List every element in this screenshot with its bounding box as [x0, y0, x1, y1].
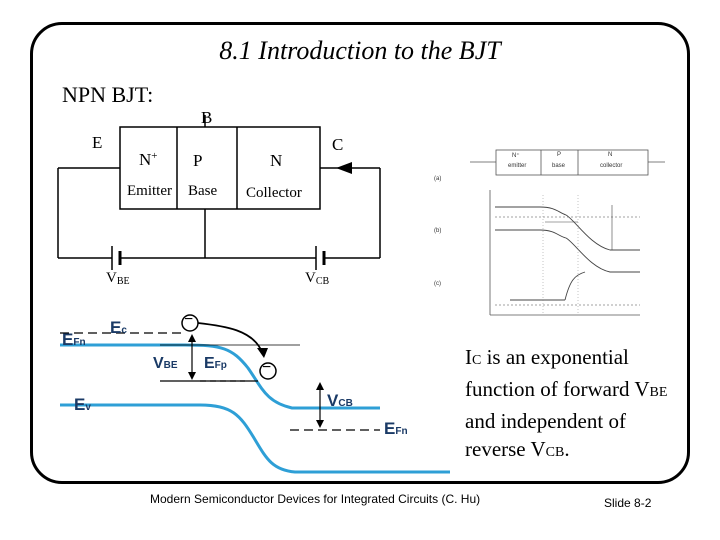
terminal-c-label: C [332, 135, 344, 154]
base-label: Base [188, 183, 218, 199]
bullet-text: IC is an exponential function of forward… [465, 345, 668, 461]
slide-frame [30, 22, 690, 484]
efn-right-label: EFn [384, 419, 408, 438]
region-n-label: N [270, 151, 283, 170]
mini-box-3-sub: collector [600, 163, 623, 169]
region-n-plus-label: N+ [139, 150, 158, 169]
slide-number: Slide 8-2 [604, 496, 652, 510]
mini-ev [495, 229, 640, 273]
slide-footer: Modern Semiconductor Devices for Integra… [150, 492, 481, 506]
electron-2-symbol: − [262, 359, 272, 376]
vbe-label: VBE [106, 270, 130, 287]
slide-title: 8.1 Introduction to the BJT [219, 36, 501, 65]
terminal-e-label: E [92, 133, 103, 152]
collector-label: Collector [246, 185, 302, 201]
mini-box-1-sub: emitter [508, 163, 527, 169]
ec-label: Ec [110, 318, 127, 337]
ec-band-line [60, 343, 380, 410]
electron-1-symbol: − [184, 311, 194, 328]
efn-left-label: EFn [62, 330, 86, 349]
mini-box-1: N⁺ [512, 153, 520, 159]
collector-arrow [336, 162, 352, 174]
vcb-band-label: VCB [327, 391, 353, 410]
electron-1 [181, 314, 199, 332]
electron-path [197, 322, 263, 353]
mini-box-2: P [557, 152, 562, 158]
mini-box-2-sub: base [552, 163, 566, 169]
ev-label: Ev [74, 395, 91, 414]
vcb-label: VCB [305, 270, 330, 287]
mini-row-a: (a) [434, 176, 442, 182]
mini-row-c: (c) [434, 281, 441, 287]
mini-device-box [495, 149, 649, 176]
terminal-b-label: B [201, 108, 213, 127]
mini-ec [495, 206, 640, 251]
emitter-label: Emitter [127, 183, 172, 199]
ev-band-line [60, 403, 450, 474]
efp-label: EFp [204, 355, 227, 372]
vbe-band-label: VBE [153, 355, 178, 372]
slide-subtitle: NPN BJT: [62, 82, 154, 107]
electron-2 [259, 362, 277, 380]
region-p-label: P [193, 151, 203, 170]
mini-row-b: (b) [434, 228, 442, 234]
mini-box-3: N [608, 152, 613, 158]
